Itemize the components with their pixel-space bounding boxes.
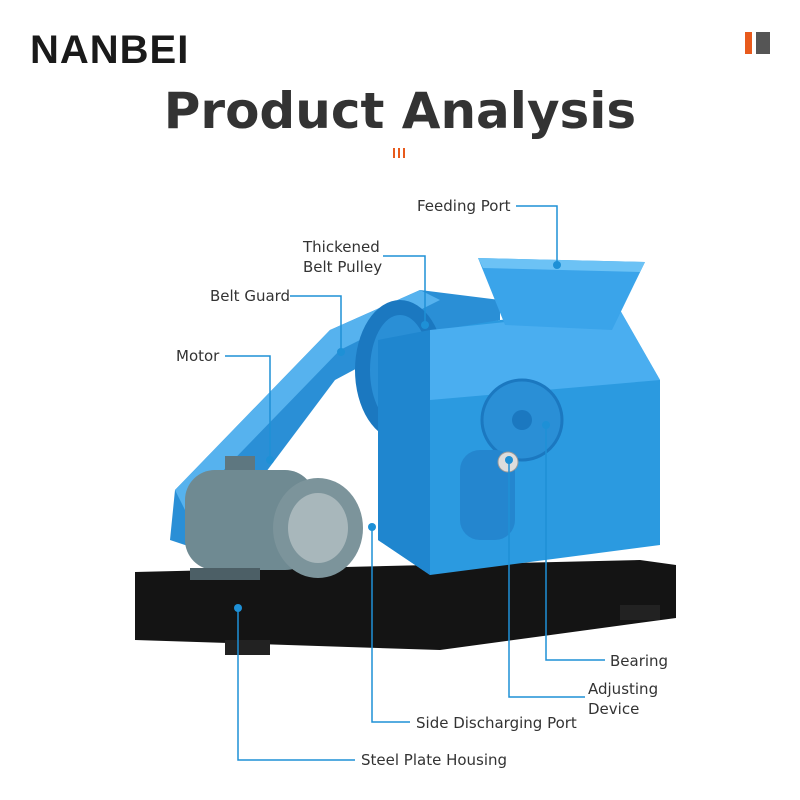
leader-belt-guard bbox=[290, 295, 342, 352]
label-motor: Motor bbox=[176, 347, 220, 365]
dot-feeding-port bbox=[553, 261, 561, 269]
leader-thickened-pulley bbox=[383, 255, 426, 325]
base-foot bbox=[225, 640, 270, 655]
label-feeding-port: Feeding Port bbox=[417, 197, 511, 215]
dot-motor bbox=[266, 456, 274, 464]
label-belt-guard: Belt Guard bbox=[210, 287, 291, 305]
brand-logo: NANBEI bbox=[30, 28, 190, 72]
label-thickened-pulley-2: Belt Pulley bbox=[303, 258, 383, 276]
base-frame bbox=[135, 560, 676, 650]
dot-steel-housing bbox=[234, 604, 242, 612]
dot-adjusting bbox=[505, 456, 513, 464]
label-thickened-pulley-1: Thickened bbox=[303, 238, 380, 256]
leader-motor bbox=[225, 355, 271, 460]
leader-side-discharging bbox=[371, 527, 410, 723]
label-adjusting-2: Device bbox=[588, 700, 640, 718]
label-side-discharging-port: Side Discharging Port bbox=[416, 714, 577, 732]
dot-side-discharging bbox=[368, 523, 376, 531]
leader-feeding-port bbox=[516, 205, 558, 265]
brand-mark-icon bbox=[745, 32, 770, 54]
feeding-hopper bbox=[478, 258, 645, 330]
adjusting-arm bbox=[460, 450, 515, 540]
leader-adjusting bbox=[508, 460, 585, 698]
label-adjusting-1: Adjusting bbox=[588, 680, 659, 698]
label-steel-plate-housing: Steel Plate Housing bbox=[361, 751, 508, 769]
leader-bearing bbox=[545, 425, 605, 661]
base-foot bbox=[620, 605, 660, 620]
title-divider-icon bbox=[393, 148, 407, 158]
dot-thickened-pulley bbox=[421, 321, 429, 329]
page-title: Product Analysis bbox=[163, 82, 637, 140]
label-bearing: Bearing bbox=[610, 652, 669, 670]
dot-belt-guard bbox=[337, 348, 345, 356]
dot-bearing bbox=[542, 421, 550, 429]
leader-steel-housing bbox=[237, 608, 355, 761]
